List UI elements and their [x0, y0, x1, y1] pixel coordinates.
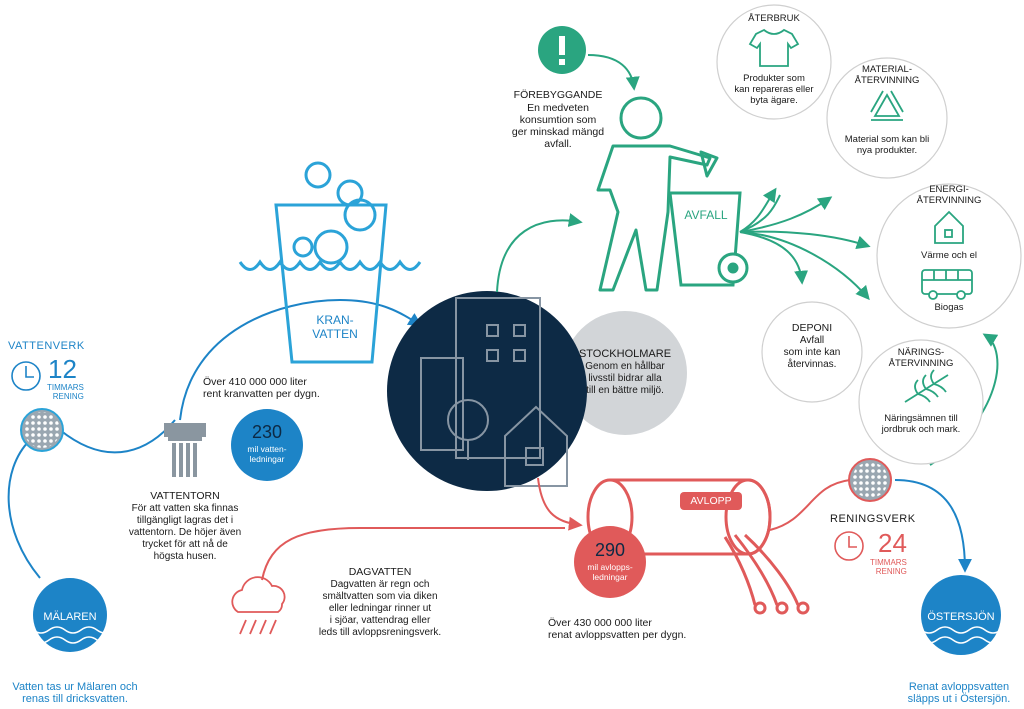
avloppsledningar-number: 290 — [594, 540, 626, 560]
trash-person-icon — [596, 96, 719, 292]
vattenverk-hours: 12 — [48, 354, 77, 384]
filter-icon-reningsverk — [848, 458, 892, 502]
flow-stockholm-to-avlopp — [537, 477, 583, 531]
water-tower-icon — [164, 423, 206, 477]
vattentorn-title: VATTENTORN — [150, 490, 220, 502]
deponi-text: Avfall som inte kan återvinnas. — [783, 335, 841, 370]
vattentorn-text: För att vatten ska finnas tillgängligt l… — [128, 503, 242, 562]
dagvatten-title: DAGVATTEN — [348, 566, 412, 578]
materialatervinning-circle — [826, 57, 948, 179]
reningsverk-hours: 24 — [878, 528, 907, 558]
flow-exclamation-to-person — [587, 54, 640, 91]
avloppsledningar-unit: mil avlopps- ledningar — [587, 562, 633, 582]
aterbruk-text: Produkter som kan repareras eller byta ä… — [734, 73, 814, 106]
vattenverk-title: VATTENVERK — [8, 340, 85, 352]
forebyggande-text: En medveten konsumtion som ger minskad m… — [511, 102, 605, 150]
malaren-caption: Vatten tas ur Mälaren och renas till dri… — [12, 681, 138, 705]
tshirt-icon — [748, 28, 800, 67]
energiatervinning-circle — [876, 183, 1022, 329]
stockholmare-bubble — [563, 311, 687, 435]
aterbruk-circle — [716, 4, 832, 120]
malaren-label: MÄLAREN — [43, 611, 97, 623]
deponi-title: DEPONI — [791, 322, 833, 334]
flow-dagvatten — [261, 527, 565, 581]
vattenverk-unit: TIMMARS RENING — [47, 383, 84, 401]
vattenledningar-badge — [231, 409, 303, 481]
energiatervinning-text2: Biogas — [934, 302, 964, 313]
stockholmare-circle — [387, 291, 587, 491]
buildings-icon — [420, 297, 568, 487]
flow-malaren-to-vattenverk — [7, 439, 41, 579]
avlopp-text: Över 430 000 000 liter renat avloppsvatt… — [548, 617, 687, 641]
pipe-icon — [586, 478, 810, 615]
house-icon — [934, 210, 964, 244]
energiatervinning-title: ENERGI- ÅTERVINNING — [916, 184, 982, 206]
naringsatervinning-circle — [858, 339, 984, 465]
vattenledningar-unit: mil vatten- ledningar — [247, 444, 287, 464]
filter-icon — [20, 408, 64, 452]
naringsatervinning-text: Näringsämnen till jordbruk och mark. — [881, 413, 961, 435]
bin-icon — [668, 191, 749, 287]
avfall-branch-arrows — [739, 187, 999, 466]
ostersjon-caption: Renat avloppsvatten släpps ut i Östersjö… — [907, 681, 1011, 705]
materialatervinning-text: Material som kan bli nya produkter. — [844, 134, 930, 156]
kranvatten-text: Över 410 000 000 liter rent kranvatten p… — [203, 376, 320, 400]
malaren-lake-icon — [32, 578, 114, 652]
flow-stockholm-to-avfall — [496, 213, 583, 293]
flow-avlopp-to-reningsverk — [769, 479, 851, 531]
avloppsledningar-badge — [574, 526, 646, 598]
clock-icon-reningsverk — [834, 531, 864, 561]
kranvatten-label: KRAN- VATTEN — [312, 313, 358, 341]
ostersjon-label: ÖSTERSJÖN — [927, 611, 995, 623]
naringsatervinning-title: NÄRINGS- ÅTERVINNING — [888, 347, 954, 369]
recycle-icon — [870, 90, 904, 121]
ostersjon-sea-icon — [920, 575, 1002, 655]
avfall-label: AVFALL — [684, 208, 728, 222]
vattenledningar-number: 230 — [251, 422, 283, 442]
stockholmare-title: STOCKHOLMARE — [578, 348, 672, 360]
bus-icon — [921, 269, 973, 300]
exclamation-icon — [538, 26, 586, 74]
wheat-icon — [904, 369, 949, 403]
reningsverk-title: RENINGSVERK — [830, 513, 916, 525]
cloud-rain-icon — [231, 576, 286, 635]
aterbruk-title: ÅTERBRUK — [748, 13, 800, 24]
energiatervinning-text1: Värme och el — [921, 250, 977, 261]
reningsverk-unit: TIMMARS RENING — [870, 558, 907, 576]
flow-vattenverk-to-vattentorn — [59, 419, 176, 454]
stockholmare-text: Genom en hållbar livsstil bidrar alla ti… — [585, 361, 665, 396]
forebyggande-title: FÖREBYGGANDE — [513, 89, 603, 101]
avlopp-label: AVLOPP — [690, 495, 732, 507]
clock-icon — [11, 361, 41, 391]
flow-vattentorn-to-stockholm — [179, 298, 423, 421]
glass-icon — [238, 161, 422, 364]
deponi-circle — [761, 301, 863, 403]
materialatervinning-title: MATERIAL- ÅTERVINNING — [854, 64, 920, 86]
avlopp-label-badge — [680, 492, 742, 510]
flow-reningsverk-to-ostersjon — [894, 479, 972, 573]
dagvatten-text: Dagvatten är regn och smältvatten som vi… — [318, 579, 442, 638]
